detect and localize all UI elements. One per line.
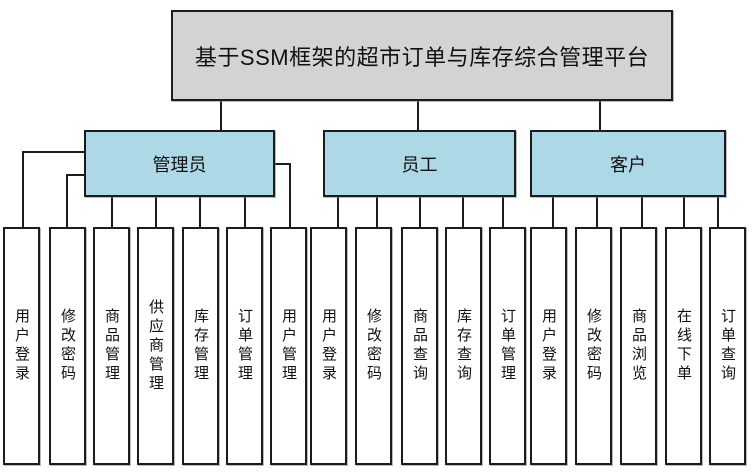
leaf-label: 在线下单: [675, 308, 692, 384]
role-node-customer: 客户: [530, 130, 726, 197]
leaf-label: 商品查询: [411, 308, 428, 384]
role-customer-label: 客户: [610, 154, 646, 175]
leaf-admin-user-management: 用户管理: [270, 227, 307, 465]
root-node-label: 基于SSM框架的超市订单与库存综合管理平台: [194, 44, 650, 70]
leaf-label: 订单查询: [719, 308, 736, 384]
leaf-admin-change-password: 修改密码: [49, 227, 86, 465]
leaf-label: 库存管理: [192, 308, 209, 384]
leaf-label: 商品浏览: [630, 308, 647, 384]
leaf-label: 供应商管理: [147, 298, 164, 394]
leaf-admin-supplier-management: 供应商管理: [137, 227, 174, 465]
leaf-label: 订单管理: [236, 308, 253, 384]
leaf-customer-change-password: 修改密码: [575, 227, 612, 465]
leaf-customer-product-browse: 商品浏览: [620, 227, 657, 465]
leaf-label: 订单管理: [499, 308, 516, 384]
leaf-label: 商品管理: [103, 308, 120, 384]
leaf-label: 用户登录: [540, 308, 557, 384]
leaf-admin-inventory-management: 库存管理: [182, 227, 219, 465]
leaf-staff-change-password: 修改密码: [355, 227, 392, 465]
leaf-customer-user-login: 用户登录: [530, 227, 567, 465]
leaf-customer-order-query: 订单查询: [709, 227, 746, 465]
leaf-label: 修改密码: [365, 308, 382, 384]
leaf-customer-online-order: 在线下单: [665, 227, 702, 465]
leaf-staff-user-login: 用户登录: [310, 227, 347, 465]
leaf-admin-user-login: 用户登录: [3, 227, 40, 465]
leaf-label: 修改密码: [59, 308, 76, 384]
role-admin-label: 管理员: [152, 154, 207, 175]
leaf-admin-order-management: 订单管理: [226, 227, 263, 465]
role-node-staff: 员工: [323, 130, 516, 197]
leaf-label: 库存查询: [455, 308, 472, 384]
leaf-admin-product-management: 商品管理: [93, 227, 130, 465]
leaf-staff-order-management: 订单管理: [489, 227, 526, 465]
root-node: 基于SSM框架的超市订单与库存综合管理平台: [171, 10, 673, 101]
leaf-label: 用户登录: [320, 308, 337, 384]
leaf-label: 用户管理: [280, 308, 297, 384]
leaf-staff-inventory-query: 库存查询: [445, 227, 482, 465]
leaf-staff-product-query: 商品查询: [401, 227, 438, 465]
leaf-label: 用户登录: [13, 308, 30, 384]
leaf-label: 修改密码: [585, 308, 602, 384]
role-staff-label: 员工: [401, 154, 438, 175]
role-node-admin: 管理员: [84, 130, 275, 197]
